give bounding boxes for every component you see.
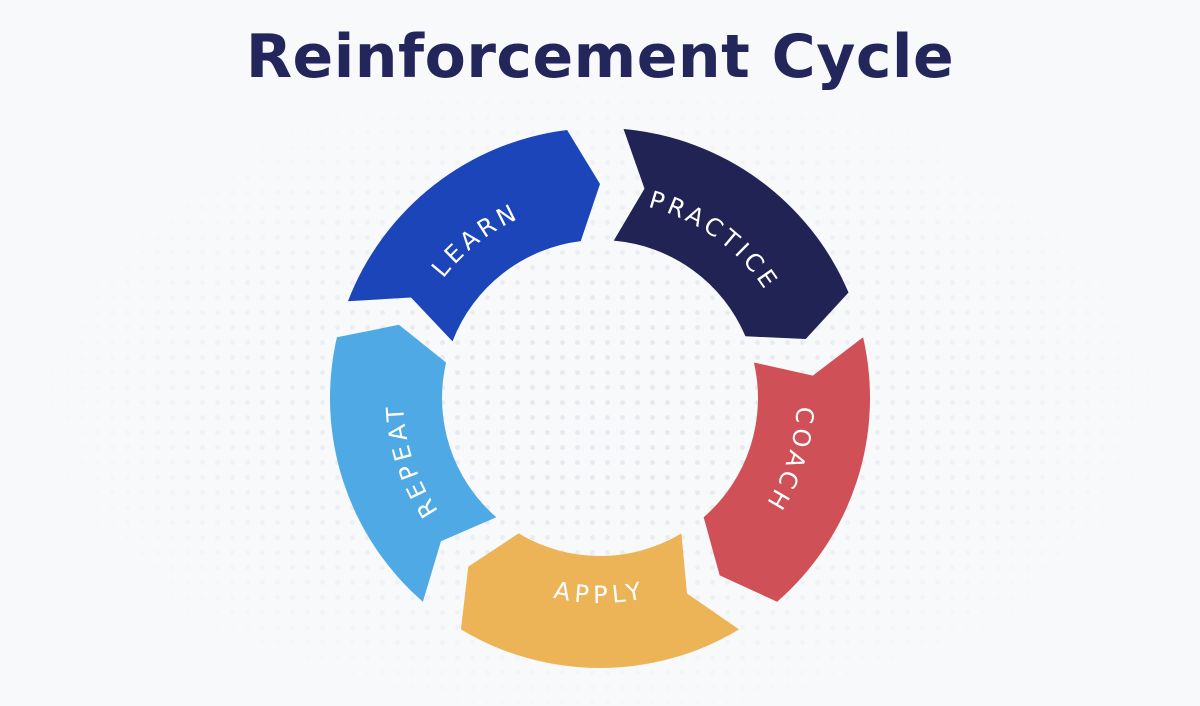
page-title: Reinforcement Cycle: [245, 22, 955, 92]
cycle-segment-coach: [703, 337, 870, 602]
cycle-segment-practice: [613, 129, 849, 340]
cycle-segment-repeat: [330, 324, 497, 602]
cycle-segment-learn: [347, 130, 600, 342]
cycle-segment-apply: [460, 533, 740, 668]
segment-label-apply: APPLY: [552, 576, 649, 609]
